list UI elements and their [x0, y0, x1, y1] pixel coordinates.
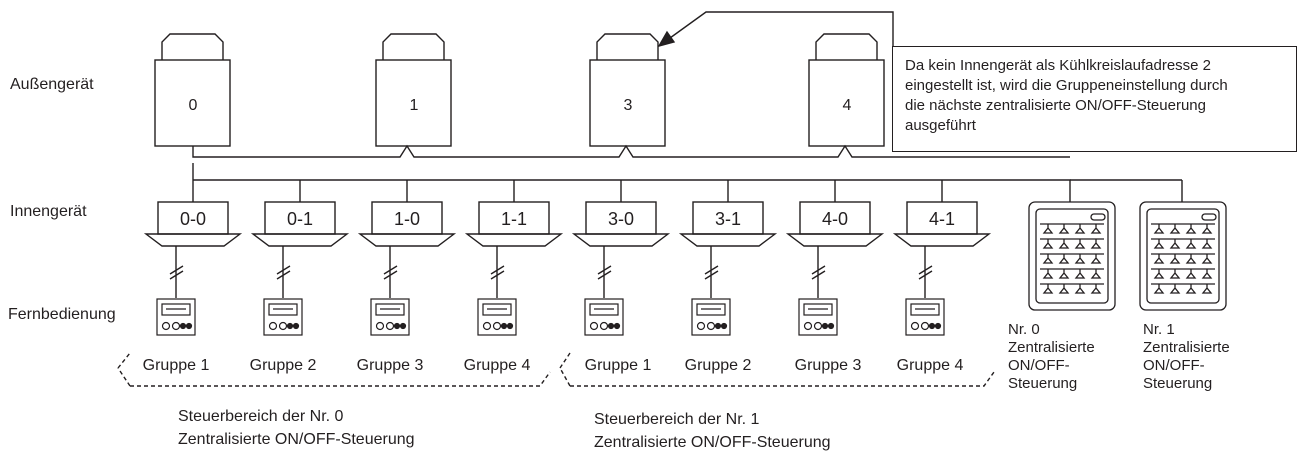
outdoor-label-0: 0 [189, 97, 198, 114]
svg-text:Zentralisierte ON/OFF-Steuerun: Zentralisierte ON/OFF-Steuerung [178, 431, 415, 448]
svg-text:Zentralisierte: Zentralisierte [1008, 339, 1095, 356]
remote-wires [169, 246, 933, 298]
svg-text:Steuerbereich der Nr. 0: Steuerbereich der Nr. 0 [178, 408, 344, 425]
group-label: Gruppe 3 [795, 357, 862, 374]
remote-controller-icon [263, 298, 303, 336]
indoor-label: 3-0 [608, 209, 634, 229]
indoor-unit-0-1 [250, 201, 350, 247]
range-0-caption: Steuerbereich der Nr. 0 Zentralisierte O… [178, 408, 415, 448]
group-label: Gruppe 4 [897, 357, 964, 374]
remote-controller-icon [798, 298, 838, 336]
unused [193, 157, 1070, 180]
remote-controller-icon [370, 298, 410, 336]
group-label: Gruppe 3 [357, 357, 424, 374]
remote-controller-icon [584, 298, 624, 336]
remote-controller-icon [905, 298, 945, 336]
range-bracket-0 [117, 352, 551, 387]
svg-text:Nr. 0: Nr. 0 [1008, 321, 1040, 338]
outdoor-label-3: 3 [624, 97, 633, 114]
label-outdoor: Außengerät [10, 76, 94, 93]
indoor-label: 0-1 [287, 209, 313, 229]
note-line: Da kein Innengerät als Kühlkreislaufadre… [905, 57, 1212, 74]
controller-bus-drop [1070, 179, 1183, 202]
outdoor-unit-1 [375, 33, 452, 147]
outdoor-label-1: 1 [410, 97, 419, 114]
outdoor-unit-3 [589, 33, 666, 147]
label-indoor: Innengerät [10, 203, 87, 220]
outdoor-bus-line [192, 144, 1070, 158]
svg-text:ON/OFF-: ON/OFF- [1143, 357, 1205, 374]
controller-1-caption: Nr. 1 Zentralisierte ON/OFF- Steuerung [1143, 321, 1230, 392]
central-controller-1 [1139, 201, 1227, 311]
indoor-label: 4-1 [929, 209, 955, 229]
svg-text:Steuerbereich der Nr. 1: Steuerbereich der Nr. 1 [594, 411, 760, 428]
indoor-label: 3-1 [715, 209, 741, 229]
indoor-label: 0-0 [180, 209, 206, 229]
indoor-unit-0-0 [143, 201, 243, 247]
outdoor-label-4: 4 [843, 97, 852, 114]
remote-controller-icon [477, 298, 517, 336]
label-remote: Fernbedienung [8, 306, 116, 323]
indoor-bus-line [193, 179, 1071, 202]
range-1-caption: Steuerbereich der Nr. 1 Zentralisierte O… [594, 411, 831, 451]
note-line: die nächste zentralisierte ON/OFF-Steuer… [905, 97, 1206, 114]
note-line: eingestellt ist, wird die Gruppeneinstel… [905, 77, 1228, 94]
group-label: Gruppe 1 [585, 357, 652, 374]
indoor-unit-1-0 [357, 201, 457, 247]
indoor-unit-4-1 [892, 201, 992, 247]
indoor-label: 1-0 [394, 209, 420, 229]
group-label: Gruppe 2 [685, 357, 752, 374]
indoor-unit-4-0 [785, 201, 885, 247]
indoor-unit-3-1 [678, 201, 778, 247]
svg-text:Steuerung: Steuerung [1143, 375, 1212, 392]
group-label: Gruppe 4 [464, 357, 531, 374]
svg-text:Zentralisierte ON/OFF-Steuerun: Zentralisierte ON/OFF-Steuerung [594, 434, 831, 451]
remote-controller-icon [691, 298, 731, 336]
remote-controller-icon [156, 298, 196, 336]
indoor-label: 1-1 [501, 209, 527, 229]
note-arrow-line [669, 11, 894, 64]
controller-0-caption: Nr. 0 Zentralisierte ON/OFF- Steuerung [1008, 321, 1095, 392]
outdoor-unit-4 [808, 33, 885, 147]
svg-text:Nr. 1: Nr. 1 [1143, 321, 1175, 338]
note-box: Da kein Innengerät als Kühlkreislaufadre… [892, 46, 1297, 152]
group-label: Gruppe 1 [143, 357, 210, 374]
indoor-bus-drops [299, 180, 943, 202]
svg-text:Steuerung: Steuerung [1008, 375, 1077, 392]
note-arrow-head [657, 30, 676, 48]
indoor-label: 4-0 [822, 209, 848, 229]
svg-text:Zentralisierte: Zentralisierte [1143, 339, 1230, 356]
svg-text:ON/OFF-: ON/OFF- [1008, 357, 1070, 374]
outdoor-unit-0 [154, 33, 231, 147]
indoor-unit-1-1 [464, 201, 564, 247]
indoor-unit-3-0 [571, 201, 671, 247]
group-label: Gruppe 2 [250, 357, 317, 374]
central-controller-0 [1028, 201, 1116, 311]
range-bracket-1 [559, 352, 995, 387]
note-line: ausgeführt [905, 117, 976, 134]
